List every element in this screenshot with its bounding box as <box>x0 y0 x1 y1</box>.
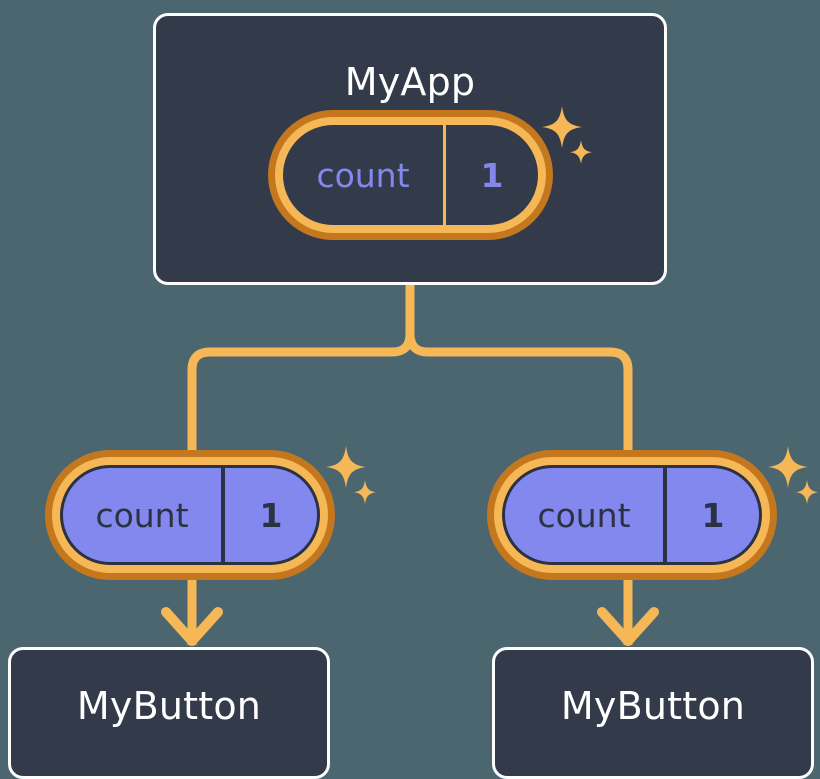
component-title-mybutton-right: MyButton <box>560 684 746 728</box>
state-pill-child-right[interactable]: count 1 <box>487 450 777 580</box>
connector-fork-right <box>405 280 633 457</box>
state-pill-body: count 1 <box>502 465 762 565</box>
state-pill-root[interactable]: count 1 <box>268 110 553 240</box>
component-title-mybutton-left: MyButton <box>76 684 262 728</box>
state-key: count <box>95 495 189 535</box>
state-value: 1 <box>221 468 317 562</box>
state-pill-ring: count 1 <box>494 457 770 573</box>
state-pill-child-left[interactable]: count 1 <box>45 450 335 580</box>
connector-fork <box>187 280 415 457</box>
component-card-mybutton-right[interactable]: MyButton <box>492 647 814 779</box>
state-pill-body: count 1 <box>283 125 538 225</box>
component-card-mybutton-left[interactable]: MyButton <box>8 647 330 779</box>
state-value: 1 <box>443 125 538 225</box>
state-pill-ring: count 1 <box>275 117 546 233</box>
component-title-myapp: MyApp <box>344 60 476 104</box>
state-key: count <box>537 495 631 535</box>
arrow-down-right-head <box>597 607 659 646</box>
state-key: count <box>316 155 410 195</box>
state-pill-ring: count 1 <box>52 457 328 573</box>
state-value: 1 <box>663 468 759 562</box>
arrow-down-left-head <box>161 607 223 646</box>
state-pill-body: count 1 <box>60 465 320 565</box>
